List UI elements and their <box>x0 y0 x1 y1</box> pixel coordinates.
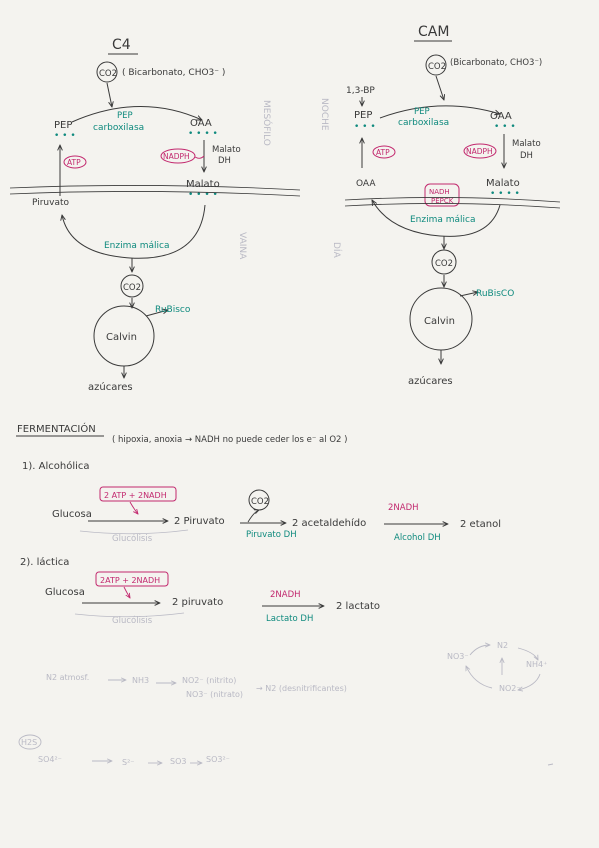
alcoholic-co2: CO2 <box>251 497 269 507</box>
c4-atp: ATP <box>67 158 81 167</box>
lactic-nadh: 2NADH <box>270 590 301 600</box>
no2-nitrito: NO2⁻ (nitrito) <box>182 676 236 685</box>
cam-title: CAM <box>418 24 449 40</box>
c4-malato-dh-1: Malato <box>212 145 241 155</box>
alcoholic-nadh: 2NADH <box>388 503 419 513</box>
cam-pep-dots: • • • <box>354 122 376 132</box>
c4-malato-dh-2: DH <box>218 156 231 166</box>
n2-atmos: N2 atmosf. <box>46 673 89 682</box>
c4-enzyme-line1: PEP <box>117 111 133 121</box>
cam-diagram: CAM CO2 (Bicarbonato, CHO3⁻) 1,3-BP PEP … <box>319 24 561 387</box>
cam-bp: 1,3-BP <box>346 86 375 96</box>
cam-pepck: PEPCK <box>431 197 454 205</box>
cam-oaa-dots: • • • <box>494 122 516 132</box>
cam-co2: CO2 <box>428 62 446 72</box>
cam-malato: Malato <box>486 178 520 189</box>
cam-pep: PEP <box>354 110 372 121</box>
cam-malato-dh-1: Malato <box>512 139 541 149</box>
cam-co2-release: CO2 <box>435 259 453 269</box>
sulfur-so4: SO4²⁻ <box>38 755 62 764</box>
sulfur-so3: SO3 <box>170 757 186 766</box>
nh3: NH3 <box>132 676 149 685</box>
cam-calvin: Calvin <box>424 316 455 327</box>
cam-nadh: NADH <box>429 188 450 196</box>
lactic-label: 2). láctica <box>20 556 69 568</box>
sulfur-h2s: H2S <box>21 738 37 747</box>
c4-calvin: Calvin <box>106 332 137 343</box>
c4-oaa-dots: • • • • <box>188 129 218 139</box>
c4-oaa: OAA <box>190 118 212 129</box>
cam-oaa: OAA <box>490 111 512 122</box>
cam-rubisco: RuBisCO <box>476 289 514 299</box>
cam-malato-dots: • • • • <box>490 189 520 199</box>
c4-vaina: VAINA <box>237 232 247 260</box>
fermentation-heading: FERMENTACIÓN <box>17 422 96 435</box>
lactic-piruvato: 2 piruvato <box>172 597 223 608</box>
cam-co2-source: (Bicarbonato, CHO3⁻) <box>450 58 542 68</box>
c4-piruvato: Piruvato <box>32 198 70 208</box>
c4-rubisco: RuBisco <box>155 305 191 315</box>
cycle-nh4: NH4⁺ <box>526 660 547 669</box>
sulfur-so3-2: SO3²⁻ <box>206 755 230 764</box>
c4-enzyme-line2: carboxilasa <box>93 123 144 133</box>
cycle-no2: NO2⁻ <box>499 684 521 693</box>
cycle-n2: N2 <box>497 641 508 650</box>
c4-pep: PEP <box>54 120 72 131</box>
cam-nadph: NADPH <box>466 147 493 156</box>
alcoholic-glucosa: Glucosa <box>52 509 92 520</box>
alcoholic-piruvato: 2 Piruvato <box>174 516 225 527</box>
cam-oaa2: OAA <box>356 179 376 189</box>
c4-enzima-malica: Enzima málica <box>104 241 170 251</box>
lactic-lactato: 2 lactato <box>336 601 380 612</box>
c4-title: C4 <box>112 37 131 53</box>
cam-enzima-malica: Enzima málica <box>410 215 476 225</box>
cam-dia: DÍA <box>331 242 343 259</box>
c4-diagram: C4 CO2 ( Bicarbonato, CHO3⁻ ) PEP • • • … <box>9 37 301 393</box>
cam-azucares: azúcares <box>408 375 453 387</box>
cam-malato-dh-2: DH <box>520 151 533 161</box>
c4-co2-release: CO2 <box>123 283 141 293</box>
lactic-energy: 2ATP + 2NADH <box>100 576 160 585</box>
c4-malato: Malato <box>186 179 220 190</box>
sulfur-notes: H2S SO4²⁻ S²⁻ SO3 SO3²⁻ <box>18 734 554 767</box>
alcoholic-alcohol-dh: Alcohol DH <box>394 533 441 543</box>
lactic-glucosa: Glucosa <box>45 587 85 598</box>
c4-azucares: azúcares <box>88 381 133 393</box>
c4-mesofilo: MESÓFILO <box>261 100 273 146</box>
cam-enzyme-line2: carboxilasa <box>398 118 449 128</box>
lactic-lactato-dh: Lactato DH <box>266 614 313 624</box>
alcoholic-acetaldehido: 2 acetaldehído <box>292 517 366 529</box>
denitrificantes: → N2 (desnitrificantes) <box>256 684 347 693</box>
c4-co2: CO2 <box>99 69 117 79</box>
fermentation-section: FERMENTACIÓN ( hipoxia, anoxia → NADH no… <box>16 422 501 626</box>
lactic-glucolisis: Glucólisis <box>112 615 153 626</box>
cam-enzyme-line1: PEP <box>414 107 430 117</box>
c4-co2-source: ( Bicarbonato, CHO3⁻ ) <box>122 68 225 78</box>
alcoholic-etanol: 2 etanol <box>460 519 501 530</box>
alcoholic-glucolisis: Glucólisis <box>112 533 153 544</box>
alcoholic-energy: 2 ATP + 2NADH <box>104 491 167 500</box>
c4-nadph: NADPH <box>163 152 190 161</box>
cam-atp: ATP <box>376 148 390 157</box>
cycle-no3: NO3⁻ <box>447 652 469 661</box>
nitrogen-notes: N2 NO3⁻ NH4⁺ NO2⁻ N2 atmosf. NH3 NO2⁻ (n… <box>46 641 547 699</box>
cam-noche: NOCHE <box>319 98 329 131</box>
sulfur-s: S²⁻ <box>122 758 135 767</box>
c4-malato-dots: • • • • <box>188 190 218 200</box>
c4-pep-dots: • • • <box>54 131 76 141</box>
alcoholic-piruvato-dh: Piruvato DH <box>246 530 297 540</box>
alcoholic-label: 1). Alcohólica <box>22 460 90 472</box>
no3-nitrato: NO3⁻ (nitrato) <box>186 690 243 699</box>
fermentation-note: ( hipoxia, anoxia → NADH no puede ceder … <box>112 435 347 445</box>
